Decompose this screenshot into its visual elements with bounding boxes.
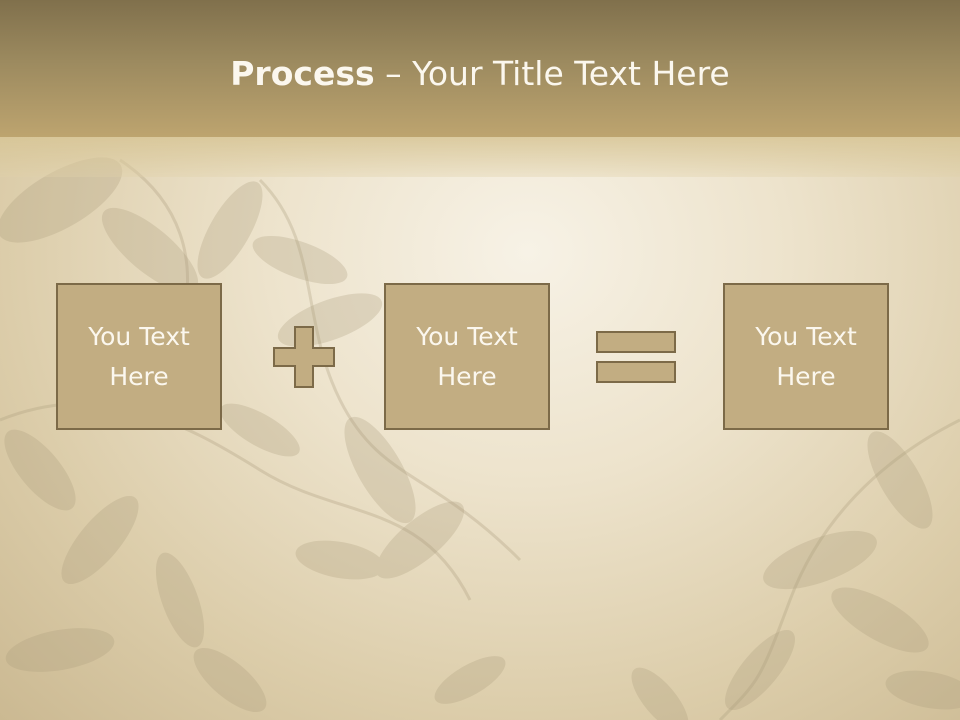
title-bar [0, 0, 960, 137]
title-band [0, 137, 960, 177]
process-box-2-text: You Text Here [416, 321, 518, 391]
process-box-1: You Text Here [56, 283, 222, 430]
process-box-2: You Text Here [384, 283, 550, 430]
title-rest: – Your Title Text Here [374, 54, 730, 93]
title-bold: Process [230, 54, 375, 93]
slide-title: Process – Your Title Text Here [0, 52, 960, 96]
process-box-3-text: You Text Here [755, 321, 857, 391]
process-box-3: You Text Here [723, 283, 889, 430]
process-box-1-text: You Text Here [88, 321, 190, 391]
plus-icon [273, 326, 335, 388]
equals-icon [596, 331, 676, 383]
